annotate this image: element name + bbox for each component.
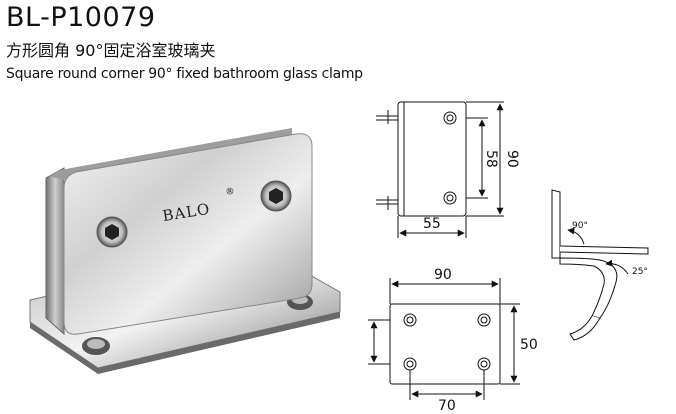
brand-registered-mark: ® (225, 187, 235, 198)
dim-width: 55 (423, 216, 441, 232)
side-view-drawing (376, 101, 504, 238)
angle-bottom: 25° (632, 267, 648, 277)
dim-height-inner: 58 (483, 150, 499, 168)
profile-view-drawing (551, 189, 649, 341)
base-view-drawing (368, 278, 520, 400)
dim-base-height: 50 (520, 337, 538, 353)
product-illustration: BALO ® (29, 128, 341, 374)
title-chinese: 方形圆角 90°固定浴室玻璃夹 (6, 41, 216, 60)
dim-base-width: 90 (434, 267, 452, 283)
title-english: Square round corner 90° fixed bathroom g… (6, 66, 363, 82)
clamp-face (63, 133, 313, 335)
dim-height-outer: 90 (504, 150, 520, 168)
model-number: BL-P10079 (6, 2, 156, 33)
angle-top: 90° (572, 221, 588, 231)
dim-hole-spacing: 70 (438, 398, 456, 414)
